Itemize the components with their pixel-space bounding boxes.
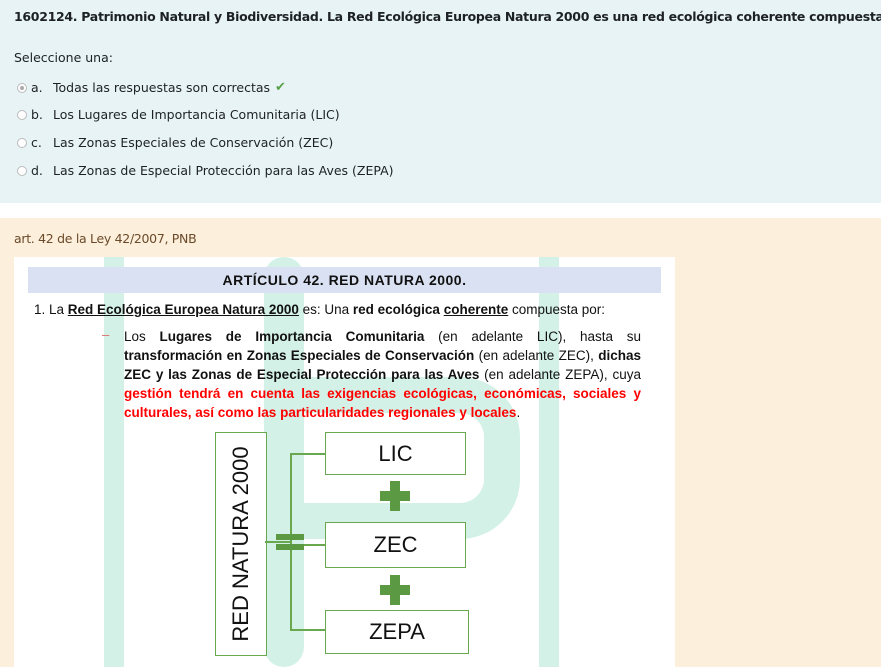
feedback-title: art. 42 de la Ley 42/2007, PNB: [14, 231, 197, 246]
article-heading: ARTÍCULO 42. RED NATURA 2000.: [28, 267, 661, 293]
feedback-panel: art. 42 de la Ley 42/2007, PNB ARTÍCULO …: [0, 218, 881, 667]
check-icon: ✔: [275, 80, 286, 95]
equals-icon: [276, 544, 304, 550]
option-label: Las Zonas de Especial Protección para la…: [53, 163, 394, 178]
question-panel: 1602124. Patrimonio Natural y Biodiversi…: [0, 0, 881, 203]
option-label: Los Lugares de Importancia Comunitaria (…: [53, 107, 340, 122]
radio[interactable]: [17, 137, 27, 148]
article-image: ARTÍCULO 42. RED NATURA 2000. 1. La Red …: [14, 257, 675, 667]
option-label: Las Zonas Especiales de Conservación (ZE…: [53, 135, 334, 150]
option-letter: c.: [31, 135, 42, 150]
option-c[interactable]: c. Las Zonas Especiales de Conservación (…: [17, 135, 333, 150]
connector: [290, 453, 325, 455]
watermark: [264, 257, 304, 667]
option-b[interactable]: b. Los Lugares de Importancia Comunitaria…: [17, 107, 340, 122]
option-letter: b.: [31, 107, 43, 122]
plus-icon: [380, 481, 410, 511]
connector: [290, 544, 325, 546]
option-d[interactable]: d. Las Zonas de Especial Protección para …: [17, 163, 394, 178]
article-paragraph-1: 1. La Red Ecológica Europea Natura 2000 …: [34, 302, 606, 317]
radio[interactable]: [17, 165, 27, 176]
option-label: Todas las respuestas son correctas: [53, 80, 271, 95]
diagram-root: RED NATURA 2000: [215, 432, 267, 656]
question-text: 1602124. Patrimonio Natural y Biodiversi…: [14, 9, 881, 24]
watermark: [104, 257, 124, 667]
connector: [290, 629, 325, 631]
watermark: [539, 257, 559, 667]
plus-icon: [380, 575, 410, 605]
diagram-item-lic: LIC: [325, 432, 466, 475]
radio[interactable]: [17, 109, 27, 120]
option-letter: d.: [31, 163, 43, 178]
option-letter: a.: [31, 80, 43, 95]
diagram-item-zec: ZEC: [325, 522, 466, 568]
connector: [290, 453, 292, 630]
watermark: [284, 377, 520, 539]
select-prompt: Seleccione una:: [14, 50, 113, 65]
diagram-item-zepa: ZEPA: [325, 610, 469, 654]
connector: [265, 541, 291, 543]
bullet-dash: –: [102, 327, 110, 342]
radio-selected[interactable]: [17, 82, 27, 93]
option-a[interactable]: a. Todas las respuestas son correctas ✔: [17, 80, 286, 95]
equals-icon: [276, 534, 304, 540]
article-paragraph-2: Los Lugares de Importancia Comunitaria (…: [124, 329, 642, 420]
